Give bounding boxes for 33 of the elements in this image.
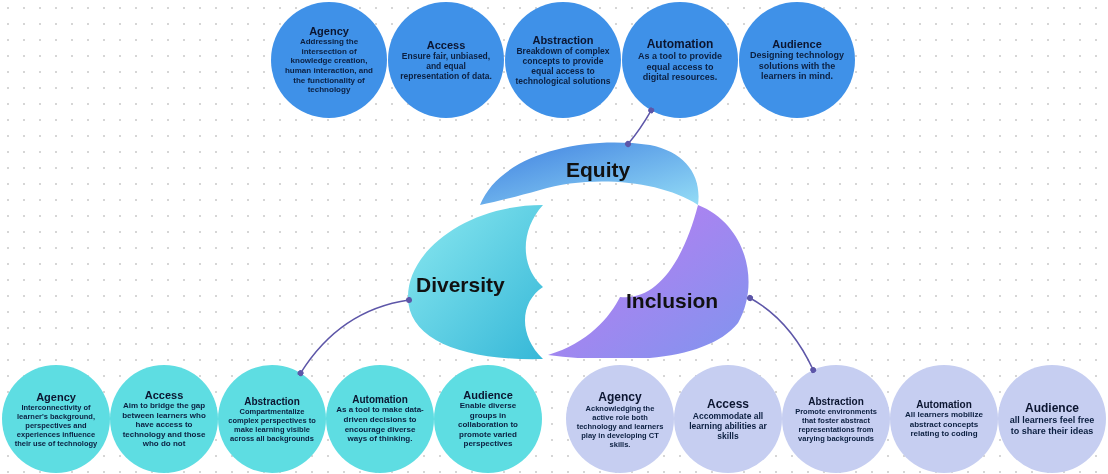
circle-description: Enable diverse groups in collaboration to promote varied perspectives <box>457 401 519 449</box>
circle-heading: Abstraction <box>244 395 300 407</box>
connector-line <box>297 297 412 377</box>
circle-heading: Access <box>706 396 749 411</box>
circle-description: Designing technology solutions with the learners in mind. <box>749 49 845 83</box>
circle-heading: Audience <box>1025 401 1079 416</box>
circle-heading: Automation <box>916 399 972 411</box>
circle-heading: Access <box>426 38 466 51</box>
connector-line <box>625 107 655 147</box>
circle-description: all learners feel free to share their ideas <box>1009 415 1095 437</box>
circle-description: As a tool to make data-driven decisions to encourage diverse ways of thinking. <box>336 405 424 444</box>
circle-description: Accommodate all learning abilities ar skills <box>688 410 768 442</box>
circle-description: As a tool to provide equal access to digital resources. <box>637 50 723 84</box>
circle-description: Breakdown of complex concepts to provide equal access to technological solutions <box>514 45 612 87</box>
circle-heading: Agency <box>309 25 349 38</box>
pillar-label: Diversity <box>416 273 505 297</box>
connector-line <box>747 295 817 373</box>
circle-heading: Automation <box>646 36 714 51</box>
circle-heading: Agency <box>36 390 76 403</box>
circle-description: Aim to bridge the gap between learners who have access to technology and those who do not <box>121 401 207 449</box>
circle-heading: Automation <box>352 394 408 406</box>
circle-heading: Abstraction <box>532 33 594 46</box>
circle-heading: Audience <box>772 37 822 50</box>
pillar-label: Equity <box>566 158 631 182</box>
circle-description: All learners mobilize abstract concepts relating to coding <box>904 410 984 439</box>
swirl-segment <box>480 140 700 205</box>
circle-heading: Audience <box>463 389 513 401</box>
pillar-label: Inclusion <box>626 289 719 313</box>
circle-heading: Agency <box>598 389 642 404</box>
circle-heading: Access <box>144 389 184 401</box>
circle-heading: Abstraction <box>808 395 864 407</box>
circle-description: Ensure fair, unbiased, and equal representation of data. <box>399 50 493 82</box>
circle-description: Addressing the intersection of knowledge creation, human interaction, and the functionality of technology <box>284 37 374 95</box>
